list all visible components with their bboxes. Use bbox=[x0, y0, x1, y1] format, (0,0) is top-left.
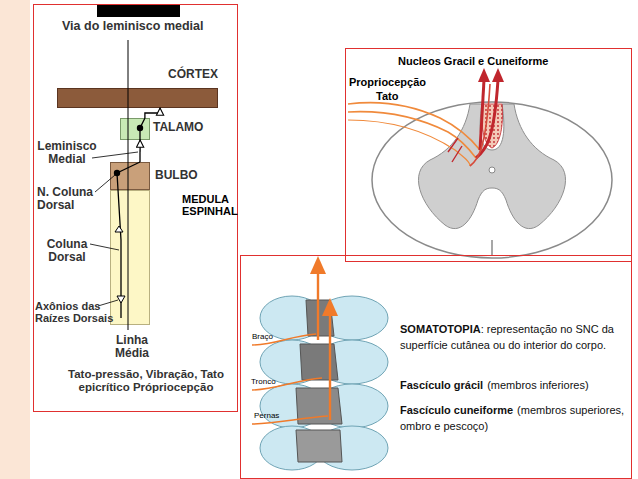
annotation-label: Braço bbox=[252, 333, 292, 342]
pathway-connector bbox=[145, 108, 160, 118]
leader-line bbox=[95, 175, 115, 192]
midline bbox=[128, 40, 129, 330]
text-paragraph: Fascículo cuneiforme(membros superiores,… bbox=[400, 402, 626, 434]
collateral-fiber bbox=[448, 138, 462, 162]
ascending-tract bbox=[470, 84, 490, 166]
text-run: SOMATOTOPIA bbox=[400, 323, 481, 335]
node-label: BULBO bbox=[155, 169, 210, 182]
annotation-label: Propriocepção bbox=[349, 76, 449, 88]
cord-cross-section bbox=[348, 68, 612, 258]
annotation-label: Leminisco Medial bbox=[35, 140, 99, 167]
thalamic-fiber bbox=[140, 118, 145, 140]
annotation-label: Tato-pressão, Vibração, Tato epicrítico … bbox=[62, 368, 230, 394]
cord-outline bbox=[372, 102, 612, 258]
gray-matter bbox=[418, 104, 565, 229]
panel-border bbox=[241, 256, 632, 479]
annotation-label: Pernas bbox=[254, 412, 294, 421]
arrowhead bbox=[310, 256, 326, 274]
ascending-arrow bbox=[317, 272, 319, 340]
thalamus-box: TALAMO bbox=[120, 118, 150, 140]
text-run: (membros inferiores) bbox=[487, 379, 588, 391]
node-label: MEDULA ESPINHAL bbox=[182, 193, 252, 218]
central-canal bbox=[489, 167, 495, 173]
nucleus-dot bbox=[114, 170, 120, 176]
spinal-cord-column: MEDULA ESPINHAL bbox=[110, 190, 150, 325]
cord-segment bbox=[260, 384, 324, 428]
cord-segment bbox=[316, 340, 388, 384]
ascending-tract bbox=[476, 80, 498, 158]
text-run: Fascículo cuneiforme bbox=[400, 404, 513, 416]
node-label: Nucleos Gracil e Cuneiforme bbox=[398, 55, 618, 67]
leader-line bbox=[98, 300, 118, 306]
node-label: CÓRTEX bbox=[168, 68, 228, 81]
anterior-fissure bbox=[491, 240, 493, 256]
tract-arrowhead bbox=[478, 68, 490, 82]
text-paragraph: Fascículo grácil (membros inferiores) bbox=[400, 377, 626, 393]
axon-arrowhead bbox=[115, 226, 123, 232]
dorsal-column bbox=[296, 388, 342, 424]
ascending-arrow bbox=[329, 314, 331, 420]
pathway-drawing bbox=[90, 5, 180, 330]
tract-arrowhead bbox=[492, 68, 504, 82]
dorsal-column bbox=[296, 430, 342, 462]
side-strip bbox=[0, 0, 30, 479]
text-run: Fascículo grácil bbox=[400, 379, 483, 391]
pathway-connector bbox=[139, 140, 140, 162]
thalamus-dot bbox=[137, 125, 143, 131]
annotation-label: Tronco bbox=[251, 378, 291, 387]
ascending-tract bbox=[480, 80, 484, 150]
dermatome-fiber bbox=[252, 334, 316, 345]
annotation-label: N. Coluna Dorsal bbox=[37, 186, 107, 213]
cord-segment bbox=[260, 426, 324, 470]
afferent-fiber bbox=[348, 120, 470, 166]
medial-lemniscus bbox=[117, 162, 140, 173]
somatotopy-drawing bbox=[241, 256, 632, 479]
cord-segment bbox=[316, 384, 388, 428]
arrowhead bbox=[322, 298, 338, 316]
annotation-label: Coluna Dorsal bbox=[37, 238, 97, 265]
afferent-fiber bbox=[348, 103, 480, 150]
dermatome-fiber bbox=[252, 378, 322, 390]
cord-segment bbox=[316, 426, 388, 470]
dorsal-axon bbox=[117, 173, 121, 318]
annotation-label: Axônios das Raízes Dorsais bbox=[35, 300, 129, 325]
text-paragraph: SOMATOTOPIA: representação no SNC da sup… bbox=[400, 321, 626, 353]
cord-segment bbox=[316, 296, 388, 340]
annotation-label: Tato bbox=[376, 90, 416, 102]
cortex-band: CÓRTEX bbox=[57, 88, 218, 108]
axon-arrowhead bbox=[117, 296, 125, 303]
black-bar bbox=[97, 5, 180, 17]
dorsal-column bbox=[306, 300, 334, 336]
afferent-fiber bbox=[348, 112, 476, 158]
dorsal-column bbox=[300, 344, 338, 380]
node-label: Via do leminisco medial bbox=[62, 19, 237, 33]
leader-line bbox=[90, 244, 119, 250]
node-label: TALAMO bbox=[153, 121, 213, 134]
annotation-label: Linha Média bbox=[108, 334, 156, 361]
dorsal-column bbox=[481, 104, 502, 148]
medulla-box: BULBO bbox=[110, 162, 150, 190]
leader-line bbox=[92, 152, 138, 158]
